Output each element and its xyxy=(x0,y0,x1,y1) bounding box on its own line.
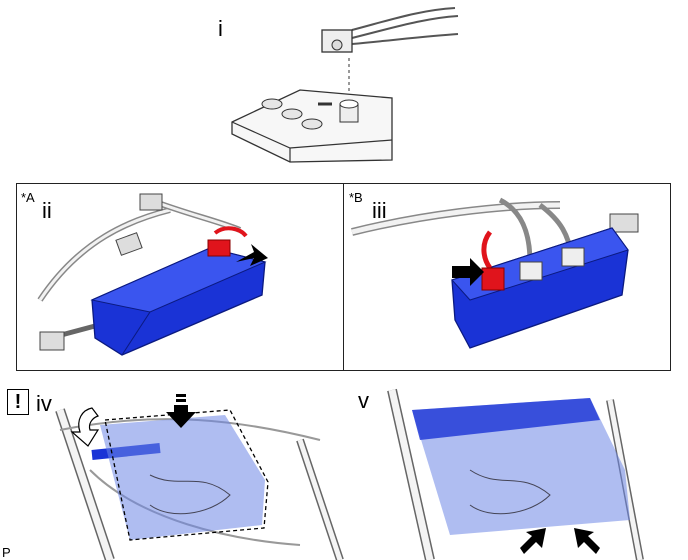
terminal-clamp xyxy=(321,29,353,53)
step-iii-label: iii xyxy=(372,198,387,223)
panel-b-tag: *B xyxy=(349,190,363,205)
curved-arrow-icon xyxy=(70,407,100,447)
arrow-icon xyxy=(166,405,196,428)
arrow-icon xyxy=(520,528,546,554)
step-v-label: v xyxy=(358,388,369,413)
panel-a-tag: *A xyxy=(21,190,35,205)
step-ii-label: ii xyxy=(42,198,52,223)
step-i-label: i xyxy=(218,16,223,41)
caution-icon: ! xyxy=(7,389,29,415)
door-panel-iv xyxy=(100,415,265,540)
arrow-icon xyxy=(574,528,600,554)
panel-a-frame xyxy=(16,183,344,371)
door-panel-v xyxy=(412,398,630,535)
step-iv-label: iv xyxy=(36,391,52,416)
panel-b-frame xyxy=(343,183,671,371)
corner-code: P xyxy=(2,545,11,560)
